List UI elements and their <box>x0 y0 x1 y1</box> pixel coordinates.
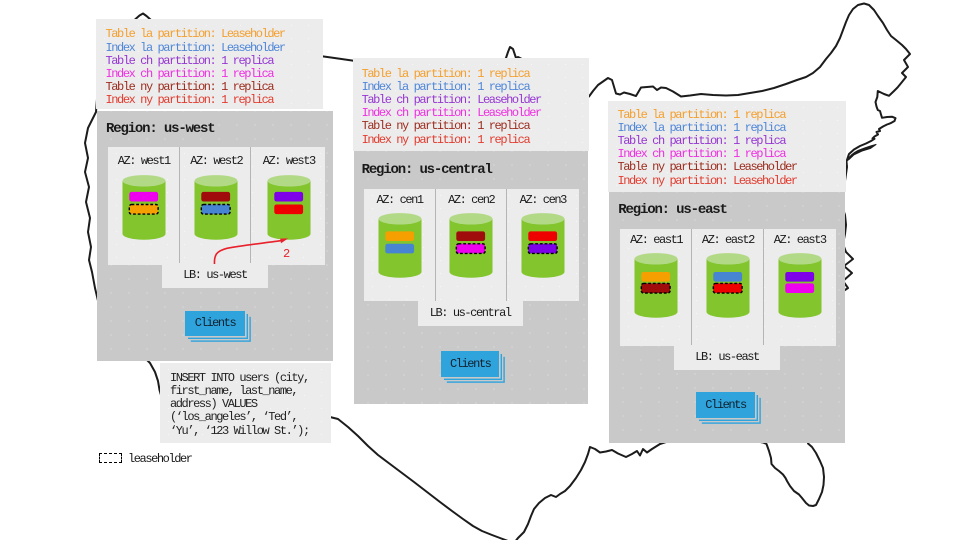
svg-text:2: 2 <box>283 247 290 261</box>
